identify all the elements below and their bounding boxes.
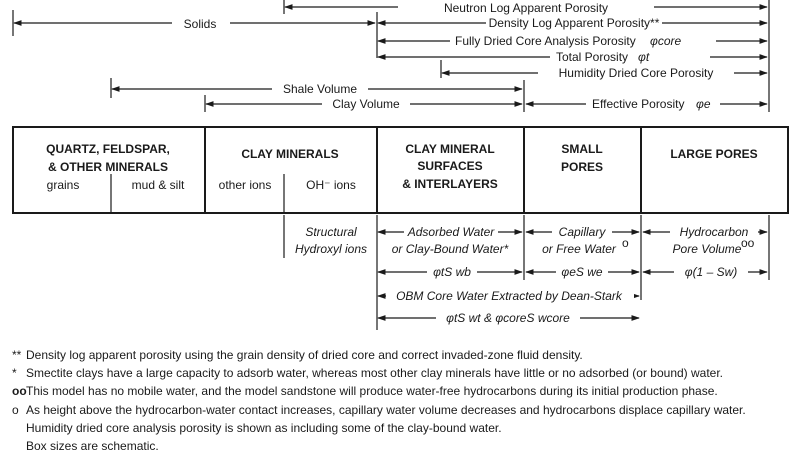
clay-label: Clay Volume <box>332 97 400 111</box>
dried-core-label: Fully Dried Core Analysis Porosity <box>455 34 636 48</box>
hydrocarbon-label-2: Pore Volume <box>673 242 742 256</box>
surfaces-title-3: & INTERLAYERS <box>402 177 498 191</box>
small-pores-title-2: PORES <box>561 160 603 174</box>
phit-swb-label: φtS wb <box>433 265 471 279</box>
clay-minerals-title: CLAY MINERALS <box>241 147 338 161</box>
obm-label: OBM Core Water Extracted by Dean-Stark <box>396 289 623 303</box>
box-outline <box>12 126 789 214</box>
mud-silt-label: mud & silt <box>132 178 185 192</box>
capillary-label-1: Capillary <box>559 225 607 239</box>
category-boxes: QUARTZ, FELDSPAR, & OTHER MINERALS grain… <box>12 126 789 214</box>
phie-swe-label: φeS we <box>561 265 603 279</box>
structural-label-1: Structural <box>305 225 357 239</box>
surfaces-title-2: SURFACES <box>417 159 482 173</box>
lower-labels: Structural Hydroxyl ions Adsorbed Water … <box>295 225 758 325</box>
small-pores-title-1: SMALL <box>561 142 602 156</box>
footnote-density: **Density log apparent porosity using th… <box>12 348 583 362</box>
lower-guides <box>283 215 770 330</box>
footnote-box-sizes: Box sizes are schematic. <box>26 439 159 454</box>
dried-core-symbol: φcore <box>650 34 681 48</box>
adsorbed-label-2: or Clay-Bound Water* <box>392 242 509 256</box>
shale-label: Shale Volume <box>283 82 357 96</box>
structural-label-2: Hydroxyl ions <box>295 242 367 256</box>
footnote-smectite: *Smectite clays have a large capacity to… <box>12 366 724 381</box>
capillary-label-2: or Free Water <box>542 242 617 256</box>
other-ions-label: other ions <box>219 178 272 192</box>
top-labels: Neutron Log Apparent Porosity Solids Den… <box>172 0 734 112</box>
oh-ions-label: OH⁻ ions <box>306 178 356 192</box>
humidity-label: Humidity Dried Core Porosity <box>559 66 714 80</box>
guide-lines <box>12 0 770 112</box>
density-label: Density Log Apparent Porosity** <box>489 16 660 30</box>
neutron-label: Neutron Log Apparent Porosity <box>444 1 608 15</box>
quartz-title-1: QUARTZ, FELDSPAR, <box>46 142 170 156</box>
total-symbol: φt <box>638 50 650 64</box>
capillary-mark: o <box>622 236 629 250</box>
footnote-mobile-water: ooThis model has no mobile water, and th… <box>12 384 718 399</box>
large-pores-title: LARGE PORES <box>670 147 757 161</box>
hydrocarbon-mark: oo <box>741 236 755 250</box>
grains-label: grains <box>47 178 80 192</box>
quartz-title-2: & OTHER MINERALS <box>48 160 168 174</box>
total-label: Total Porosity <box>556 50 628 64</box>
footnote-humidity: Humidity dried core analysis porosity is… <box>26 420 502 435</box>
footnotes: **Density log apparent porosity using th… <box>12 346 792 455</box>
phit-swt-label: φtS wt & φcoreS wcore <box>446 311 570 325</box>
solids-label: Solids <box>184 17 217 31</box>
adsorbed-label-1: Adsorbed Water <box>407 225 495 239</box>
effective-symbol: φe <box>696 97 711 111</box>
surfaces-title-1: CLAY MINERAL <box>405 142 494 156</box>
hydrocarbon-label-1: Hydrocarbon <box>680 225 749 239</box>
phi-sw-label: φ(1 – Sw) <box>685 265 738 279</box>
effective-label: Effective Porosity <box>592 97 684 111</box>
